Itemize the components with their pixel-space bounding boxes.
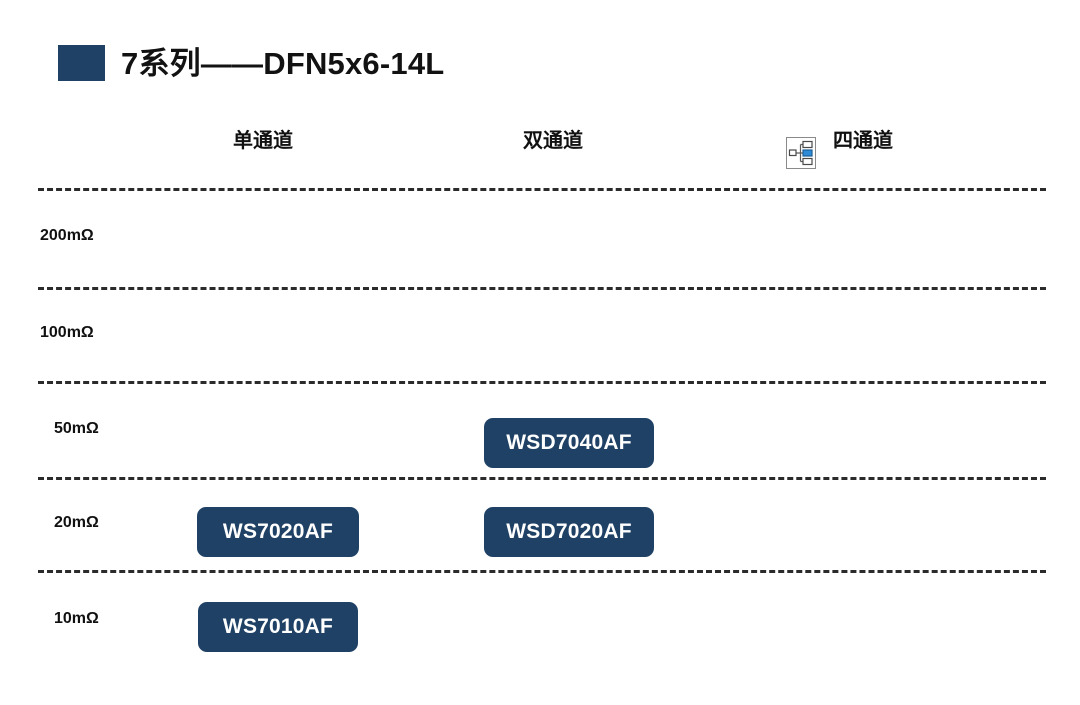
product-chip-wsd7020af[interactable]: WSD7020AF — [484, 507, 654, 557]
column-header-single-channel: 单通道 — [233, 130, 293, 152]
product-chip-wsd7040af[interactable]: WSD7040AF — [484, 418, 654, 468]
product-chip-ws7020af[interactable]: WS7020AF — [197, 507, 359, 557]
title-accent-swatch — [58, 45, 105, 81]
smartart-hierarchy-icon[interactable] — [786, 137, 816, 169]
column-header-dual-channel: 双通道 — [523, 130, 583, 152]
row-divider — [38, 188, 1046, 191]
page-title: 7系列——DFN5x6-14L — [58, 40, 444, 86]
row-label-200mohm: 200mΩ — [40, 227, 94, 244]
row-label-20mohm: 20mΩ — [54, 514, 99, 531]
title-text: 7系列——DFN5x6-14L — [121, 45, 445, 81]
row-label-10mohm: 10mΩ — [54, 610, 99, 627]
column-header-quad-channel: 四通道 — [833, 130, 893, 152]
row-label-100mohm: 100mΩ — [40, 324, 94, 341]
row-divider — [38, 477, 1046, 480]
row-divider — [38, 381, 1046, 384]
row-label-50mohm: 50mΩ — [54, 420, 99, 437]
row-divider — [38, 287, 1046, 290]
product-chip-ws7010af[interactable]: WS7010AF — [198, 602, 358, 652]
row-divider — [38, 570, 1046, 573]
